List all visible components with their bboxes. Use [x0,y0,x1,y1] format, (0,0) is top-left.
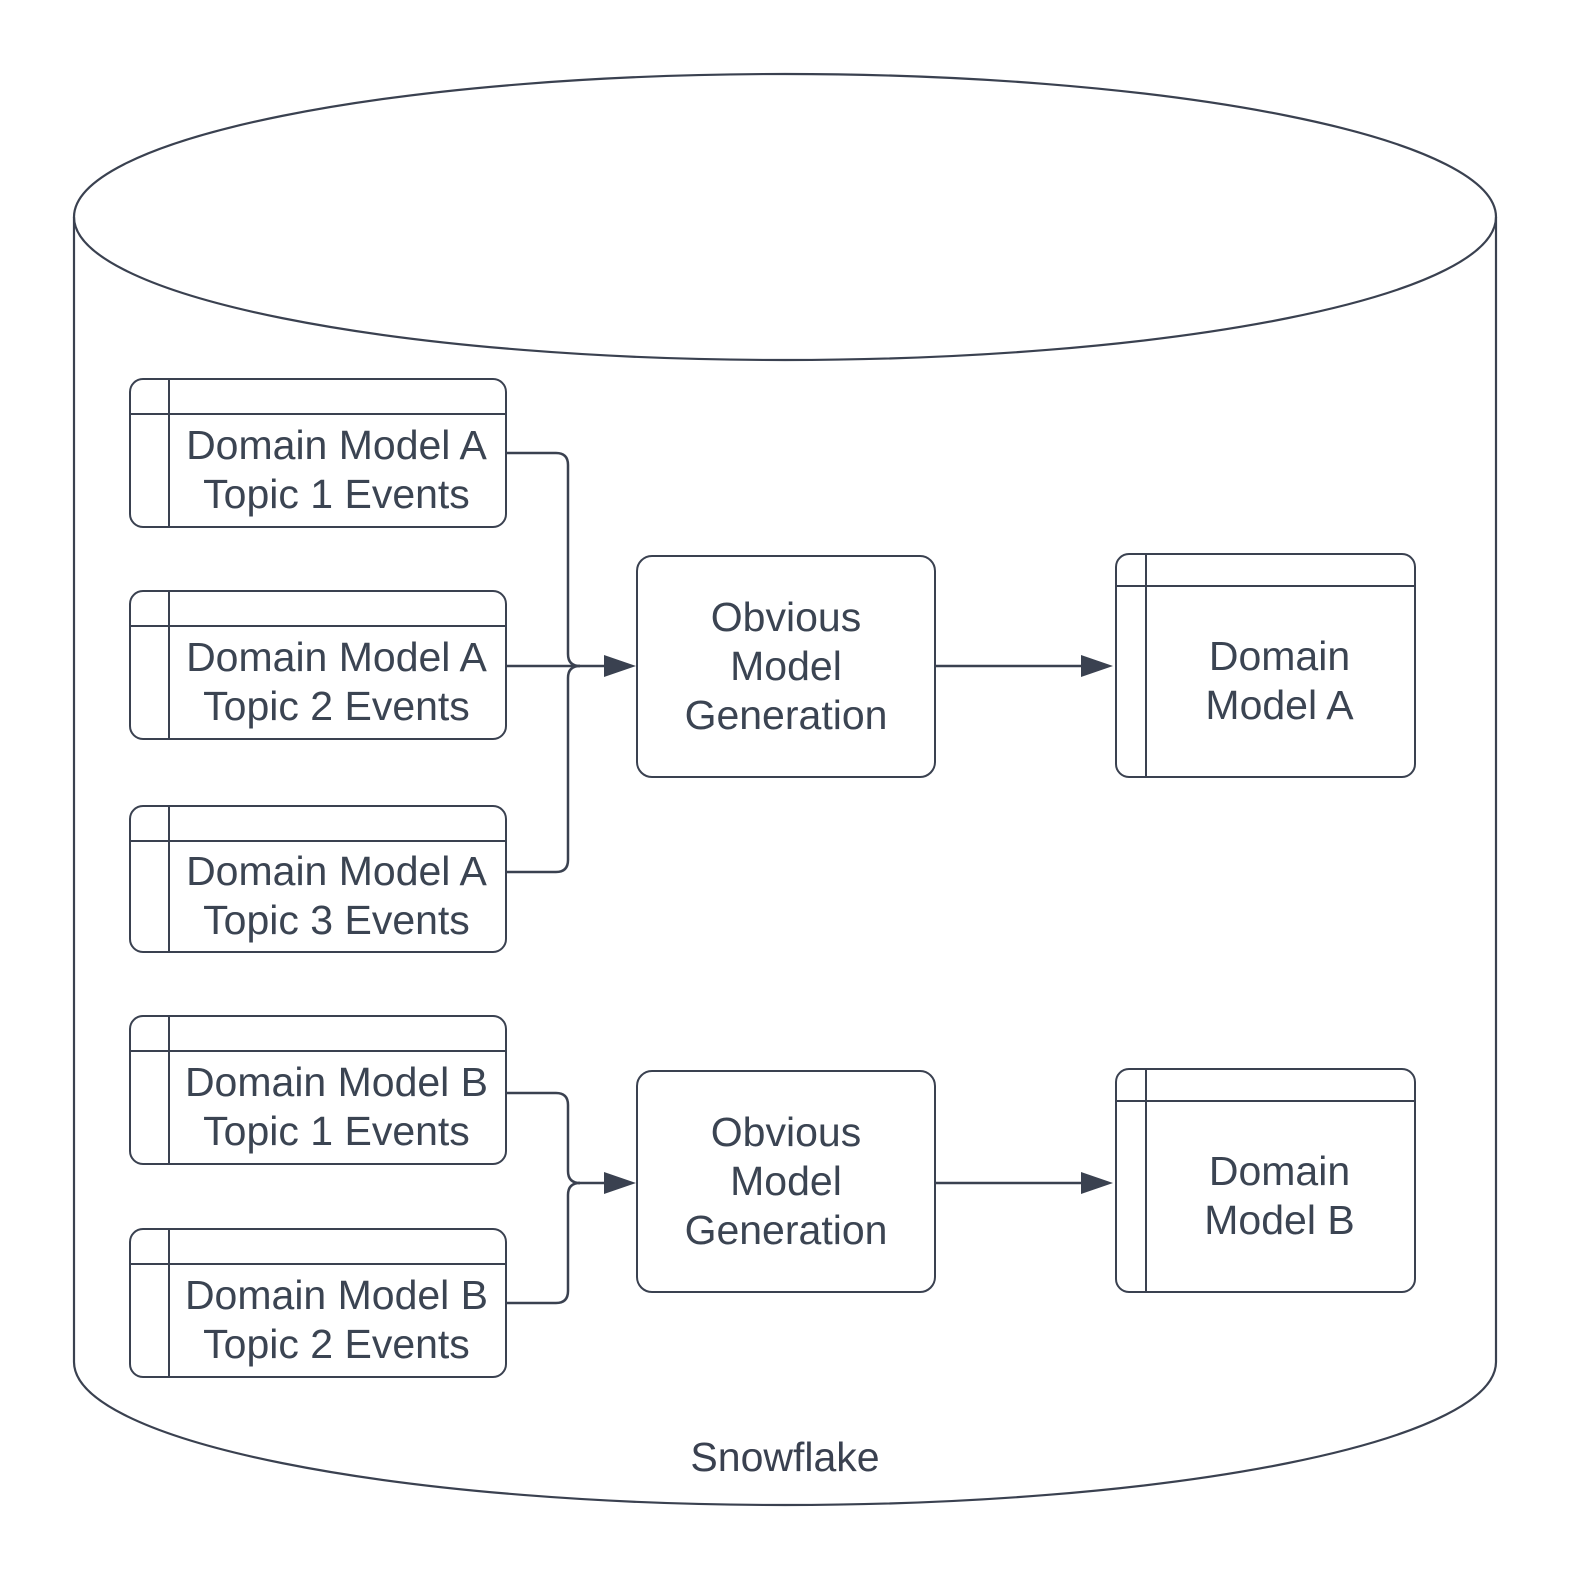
table-header-divider [131,1263,505,1265]
process-obvious-model-generation-a: Obvious Model Generation [636,555,936,778]
table-left-column-divider [1145,1070,1147,1291]
process-label-line: Generation [684,1207,888,1253]
connector-a-topic3-to-merge [507,664,581,874]
connector-b-topic1-to-merge [507,1091,581,1185]
table-label: Domain Model A Topic 2 Events [149,600,487,731]
snowflake-cylinder-body [72,217,1498,1507]
table-header-divider [1117,585,1414,587]
table-left-column-divider [1145,555,1147,776]
arrowhead-a-merge-to-process [604,655,636,677]
table-domain-model-b-topic-2-events: Domain Model B Topic 2 Events [129,1228,507,1378]
table-left-column-divider [168,807,170,951]
process-label-line: Model [730,1158,842,1204]
table-label-line: Domain Model A [186,421,487,468]
process-label-line: Obvious [710,594,862,640]
table-label-line: Domain Model B [184,1058,489,1105]
arrowhead-a-process-to-output [1081,655,1113,677]
connector-b-topic2-to-merge [507,1181,581,1305]
table-label-line: Model B [1204,1196,1355,1243]
table-label-line: Domain Model A [186,847,487,894]
table-label-line: Topic 1 Events [203,470,470,517]
table-label-line: Topic 2 Events [203,1320,470,1367]
table-left-column-divider [168,380,170,526]
process-label: Obvious Model Generation [685,593,888,740]
table-header-divider [131,413,505,415]
table-label-line: Domain Model A [186,633,487,680]
process-label-line: Generation [684,692,888,738]
table-label-line: Model A [1205,681,1354,728]
process-obvious-model-generation-b: Obvious Model Generation [636,1070,936,1293]
table-domain-model-a-topic-2-events: Domain Model A Topic 2 Events [129,590,507,740]
table-label: Domain Model B Topic 2 Events [148,1238,488,1369]
arrowhead-b-merge-to-process [604,1172,636,1194]
table-label: Domain Model B [1176,1117,1354,1245]
process-label-line: Model [730,643,842,689]
table-header-divider [131,840,505,842]
table-left-column-divider [168,1230,170,1376]
table-label: Domain Model A [1177,602,1353,730]
table-domain-model-a: Domain Model A [1115,553,1416,778]
table-domain-model-b-topic-1-events: Domain Model B Topic 1 Events [129,1015,507,1165]
table-header-divider [1117,1100,1414,1102]
connector-a-topic1-to-merge [507,451,581,668]
table-label-line: Domain Model B [184,1271,489,1318]
table-label: Domain Model A Topic 3 Events [149,814,487,945]
table-label: Domain Model B Topic 1 Events [148,1025,488,1156]
table-header-divider [131,625,505,627]
table-label-line: Topic 3 Events [203,896,470,943]
process-label-line: Obvious [710,1109,862,1155]
table-left-column-divider [168,592,170,738]
table-label: Domain Model A Topic 1 Events [149,388,487,519]
snowflake-cylinder-top-ellipse [72,72,1498,362]
table-label-line: Topic 1 Events [203,1107,470,1154]
snowflake-cylinder-label: Snowflake [690,1434,880,1480]
table-domain-model-a-topic-1-events: Domain Model A Topic 1 Events [129,378,507,528]
arrowhead-b-process-to-output [1081,1172,1113,1194]
process-label: Obvious Model Generation [685,1108,888,1255]
table-left-column-divider [168,1017,170,1163]
table-header-divider [131,1050,505,1052]
table-domain-model-b: Domain Model B [1115,1068,1416,1293]
table-label-line: Domain [1208,1147,1351,1194]
table-label-line: Domain [1208,632,1351,679]
table-label-line: Topic 2 Events [203,682,470,729]
table-domain-model-a-topic-3-events: Domain Model A Topic 3 Events [129,805,507,953]
